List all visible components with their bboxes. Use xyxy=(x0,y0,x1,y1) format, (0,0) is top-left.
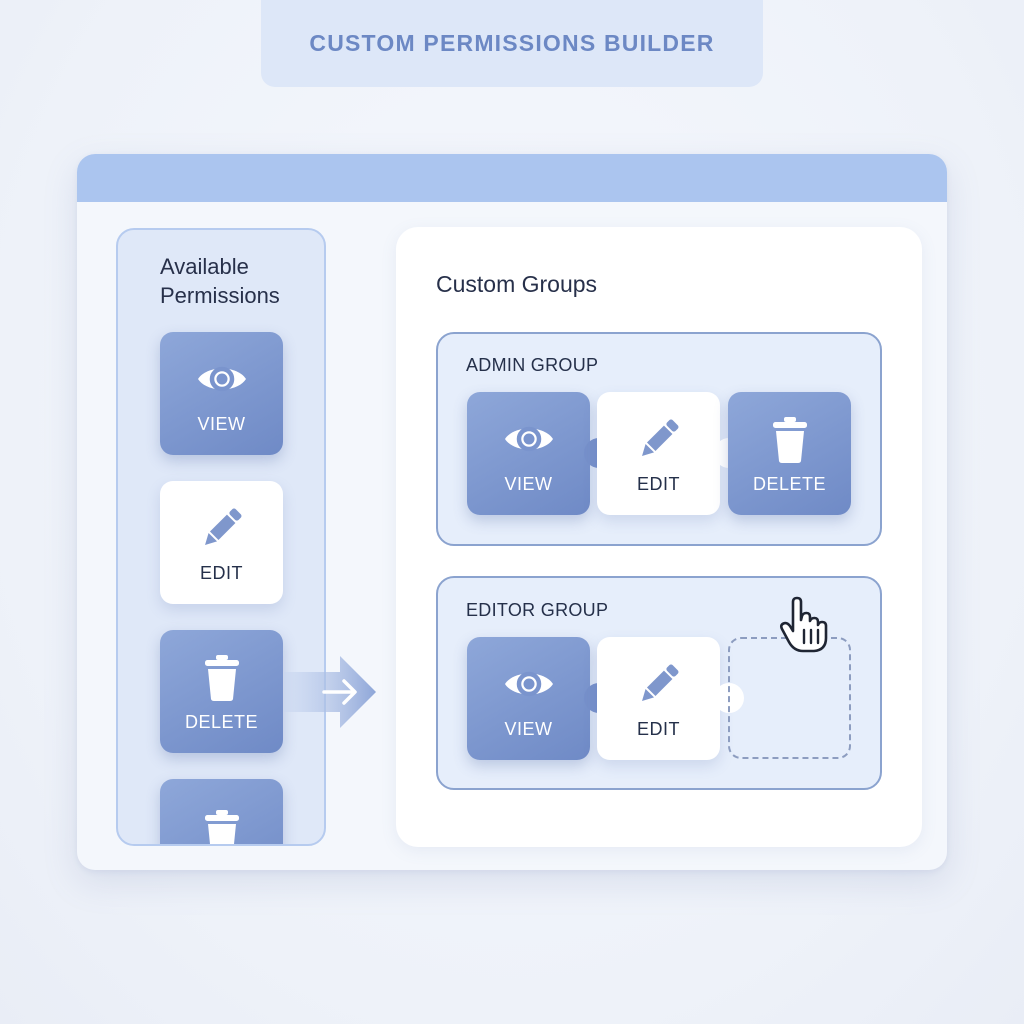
tile-label: DELETE xyxy=(184,712,259,732)
admin-permission-delete[interactable]: DELETE xyxy=(728,392,851,515)
trash-icon xyxy=(763,412,817,466)
custom-groups-title: Custom Groups xyxy=(436,271,598,297)
empty-permission-slot[interactable] xyxy=(728,637,851,759)
trash-icon xyxy=(195,805,249,846)
tile-label: VIEW xyxy=(504,719,553,739)
pencil-icon xyxy=(195,501,249,555)
editor-permission-edit[interactable]: EDIT xyxy=(597,637,720,760)
palette-tile-edit[interactable]: EDIT xyxy=(160,481,283,604)
eye-icon xyxy=(502,657,556,711)
admin-permission-view[interactable]: VIEW xyxy=(467,392,590,515)
palette-tile-view[interactable]: VIEW xyxy=(160,332,283,455)
available-permissions-title: Available Permissions xyxy=(160,254,280,308)
palette-tile-delete-partial[interactable] xyxy=(160,779,283,846)
tile-label: EDIT xyxy=(636,719,680,739)
admin-group-title: ADMIN GROUP xyxy=(466,355,599,375)
tile-label: DELETE xyxy=(752,474,827,494)
page-title-banner: CUSTOM PERMISSIONS BUILDER xyxy=(261,0,763,87)
tile-label: VIEW xyxy=(197,414,246,434)
eye-icon xyxy=(195,352,249,406)
tile-label: EDIT xyxy=(199,563,243,583)
editor-group-title: EDITOR GROUP xyxy=(466,600,609,620)
window-title-bar[interactable] xyxy=(77,154,947,202)
page-title: CUSTOM PERMISSIONS BUILDER xyxy=(309,30,715,56)
palette-tile-delete[interactable]: DELETE xyxy=(160,630,283,753)
arrow-right-icon xyxy=(284,656,376,728)
tile-label: VIEW xyxy=(504,474,553,494)
hand-pointer-icon xyxy=(779,596,828,653)
eye-icon xyxy=(502,412,556,466)
trash-icon xyxy=(195,650,249,704)
pencil-icon xyxy=(632,657,686,711)
editor-permission-view[interactable]: VIEW xyxy=(467,637,590,760)
tile-label: EDIT xyxy=(636,474,680,494)
pencil-icon xyxy=(632,412,686,466)
admin-permission-edit[interactable]: EDIT xyxy=(597,392,720,515)
available-permissions-panel[interactable]: Available Permissions VIEW EDIT DELETE xyxy=(116,228,326,846)
